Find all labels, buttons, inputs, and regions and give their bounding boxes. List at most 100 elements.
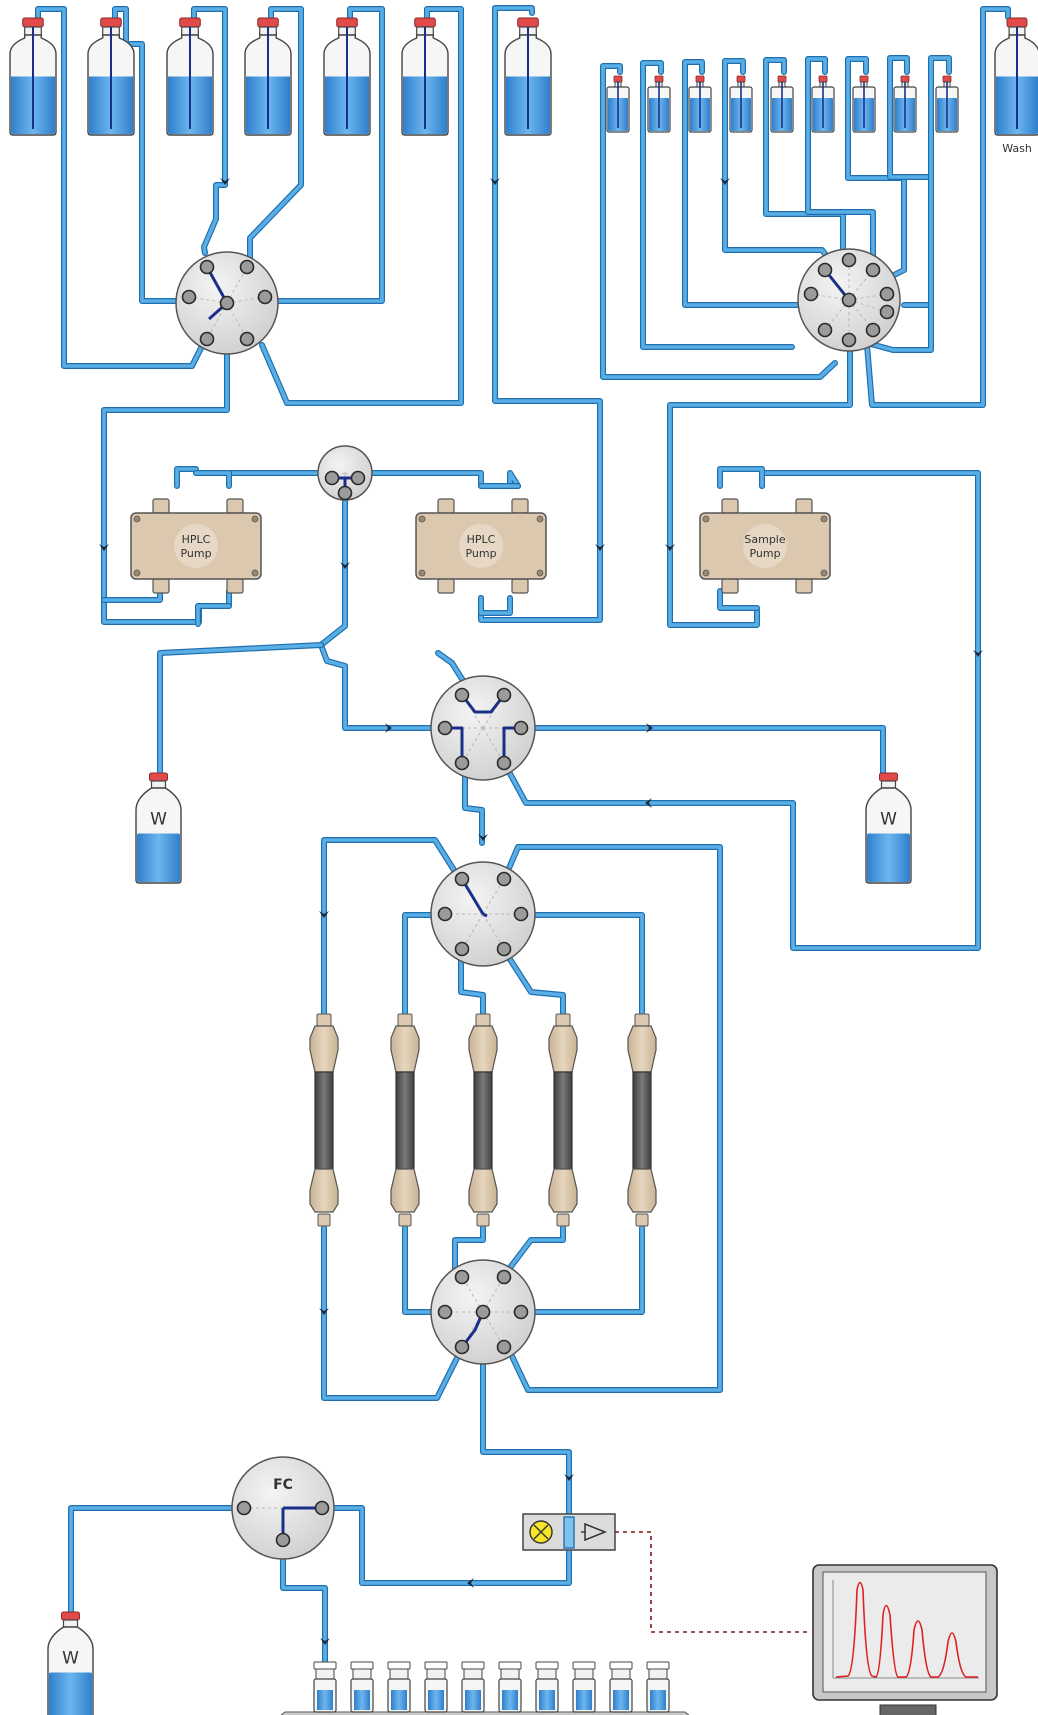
column-fitting — [309, 1025, 339, 1073]
fraction-vial-cap — [350, 1661, 374, 1670]
reagent-bottle-5 — [323, 17, 371, 136]
sample-vial-4 — [729, 75, 753, 133]
bottle-neck — [880, 780, 897, 789]
pump-fitting — [795, 498, 813, 514]
pump-label: Sample — [744, 533, 785, 546]
lamp-cross — [533, 1524, 549, 1540]
tube-outline — [195, 603, 232, 627]
vial-cap — [695, 75, 705, 83]
fraction-vial-liquid — [576, 1690, 592, 1710]
reagent-bottle-4 — [244, 17, 292, 136]
fraction-vial-cap — [424, 1661, 448, 1670]
valve-port — [219, 295, 235, 311]
pump-screw — [702, 515, 710, 523]
column-tube — [314, 1071, 334, 1170]
tube-vial-7 — [845, 56, 907, 285]
valve-channel — [482, 912, 488, 918]
tube-selector-b-to-sample-pump — [667, 297, 853, 628]
fraction-vial-neck — [352, 1668, 372, 1680]
column-end-nut — [555, 1013, 571, 1027]
waste-bottle-right: W — [865, 772, 912, 884]
reagent-bottle-2 — [87, 17, 135, 136]
tube-col-1-in — [321, 837, 462, 1019]
flow-arrow-down-icon — [490, 178, 500, 185]
bottle-liquid — [867, 833, 910, 882]
column-tube — [473, 1071, 493, 1170]
valve-port — [236, 1500, 252, 1516]
tube-outline — [501, 947, 566, 1019]
valve-port — [257, 289, 273, 305]
hplc-pump-a — [130, 498, 262, 594]
sample-vial-8 — [893, 75, 917, 133]
tube-fill — [865, 7, 1010, 407]
fraction-vial-liquid — [613, 1690, 629, 1710]
tube-col-4-out — [500, 1225, 566, 1280]
tube-fill — [641, 61, 794, 349]
fraction-vial-cap — [461, 1661, 485, 1670]
tube-injection-to-waste-left — [157, 642, 324, 781]
pump-fitting — [152, 578, 170, 594]
tube-bottle-3 — [191, 6, 228, 256]
pump-fitting — [721, 498, 739, 514]
column-end-nut — [635, 1213, 649, 1227]
tube-fc-to-tray — [280, 1537, 328, 1675]
flow-arrow-down-icon — [340, 562, 350, 569]
pump-fitting — [511, 578, 529, 594]
bottle-neck — [150, 780, 167, 789]
tube-fill — [453, 1226, 485, 1273]
monitor-stand — [879, 1704, 937, 1715]
tube-pump-b-loop — [478, 595, 513, 616]
pump-label: Pump — [465, 547, 496, 560]
chromatography-column-1 — [309, 1013, 339, 1227]
tube-col-5-in — [521, 912, 645, 1019]
tube-outline — [600, 63, 838, 380]
chromatography-column-5 — [627, 1013, 657, 1227]
tube-to-detector — [480, 1315, 572, 1521]
pump-screw — [702, 569, 710, 577]
waste-label: W — [150, 810, 167, 830]
tube-bottle-1 — [35, 6, 208, 369]
pump-head — [459, 524, 503, 568]
tube-fill — [522, 913, 644, 1018]
fraction-vial-neck — [574, 1668, 594, 1680]
column-end-nut — [475, 1013, 491, 1027]
valve-port — [496, 755, 512, 771]
fraction-collector-tray — [280, 1661, 690, 1715]
pump-screw — [820, 569, 828, 577]
pump-head — [743, 524, 787, 568]
flow-arrow-down-icon — [320, 1638, 330, 1645]
tube-outline — [193, 470, 232, 489]
fraction-vial-liquid — [539, 1690, 555, 1710]
tube-col-4-in — [501, 947, 566, 1019]
tube-bypass-upper — [501, 844, 723, 1393]
fraction-vial-cap — [609, 1661, 633, 1670]
tube-fill — [683, 60, 810, 307]
sample-vial-9 — [935, 75, 959, 133]
bottle-cap — [179, 17, 201, 28]
fraction-vial-liquid — [428, 1690, 444, 1710]
tube-outline — [521, 912, 645, 1019]
vial-cap — [777, 75, 787, 83]
pump-label: Pump — [749, 547, 780, 560]
tube-fill — [502, 948, 565, 1018]
wash-bottle — [994, 17, 1038, 136]
uv-detector — [522, 1513, 811, 1633]
valve-port — [513, 720, 529, 736]
pump-fitting — [721, 578, 739, 594]
pump-screw — [418, 569, 426, 577]
sample-pump — [699, 498, 831, 594]
flow-arrow-right-icon — [385, 723, 392, 733]
valve-port — [337, 485, 353, 501]
valve-port — [239, 331, 255, 347]
bottle-cap — [257, 17, 279, 28]
flow-arrow-down-icon — [595, 544, 605, 551]
pump-label: HPLC — [182, 533, 211, 546]
valve-port — [513, 1304, 529, 1320]
sample-selector-valve-b — [797, 248, 901, 352]
column-fitting — [627, 1168, 657, 1213]
tube-vial-3 — [682, 59, 811, 308]
valve-port — [437, 1304, 453, 1320]
flow-arrow-down-icon — [720, 178, 730, 185]
fraction-vial-cap — [535, 1661, 559, 1670]
